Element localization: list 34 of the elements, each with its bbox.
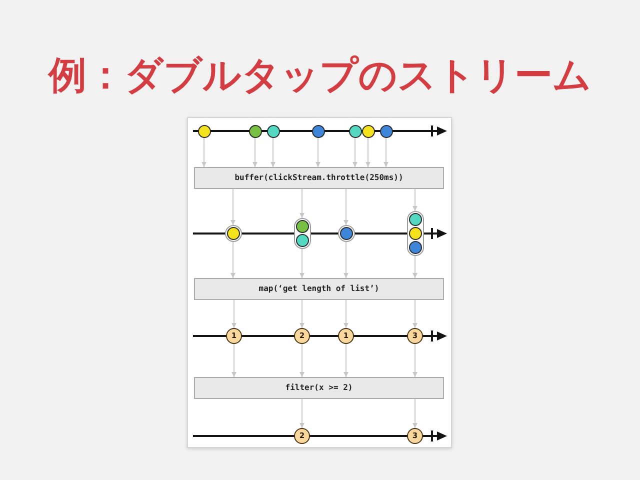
arrow bbox=[300, 189, 304, 218]
marble bbox=[408, 241, 422, 254]
arrow bbox=[232, 300, 236, 328]
arrow bbox=[232, 344, 236, 377]
operator-box: map(‘get length of list’) bbox=[194, 278, 444, 300]
marble bbox=[408, 227, 422, 240]
arrow bbox=[230, 189, 236, 225]
arrow bbox=[412, 344, 418, 377]
arrow bbox=[384, 138, 388, 167]
operator-box: buffer(clickStream.throttle(250ms)) bbox=[194, 167, 444, 189]
arrow bbox=[412, 399, 418, 428]
arrow bbox=[352, 138, 358, 167]
arrow bbox=[412, 300, 418, 328]
arrow bbox=[412, 189, 418, 211]
arrow bbox=[252, 138, 258, 167]
arrow bbox=[316, 138, 320, 167]
arrow bbox=[412, 256, 418, 278]
marble bbox=[408, 213, 422, 226]
arrow bbox=[344, 242, 348, 278]
arrow bbox=[344, 344, 348, 377]
arrow bbox=[344, 300, 348, 328]
arrow bbox=[202, 138, 206, 167]
title: 例：ダブルタップのストリーム bbox=[48, 53, 592, 97]
marble bbox=[296, 234, 308, 247]
arrow bbox=[270, 138, 276, 167]
marble bbox=[296, 220, 308, 233]
arrow bbox=[300, 300, 304, 328]
arrow bbox=[300, 399, 304, 428]
arrow bbox=[300, 344, 304, 377]
arrow bbox=[366, 138, 370, 167]
operator-box: filter(x >= 2) bbox=[194, 377, 444, 399]
arrow bbox=[300, 249, 304, 278]
arrow bbox=[230, 242, 236, 278]
arrow bbox=[344, 189, 348, 225]
